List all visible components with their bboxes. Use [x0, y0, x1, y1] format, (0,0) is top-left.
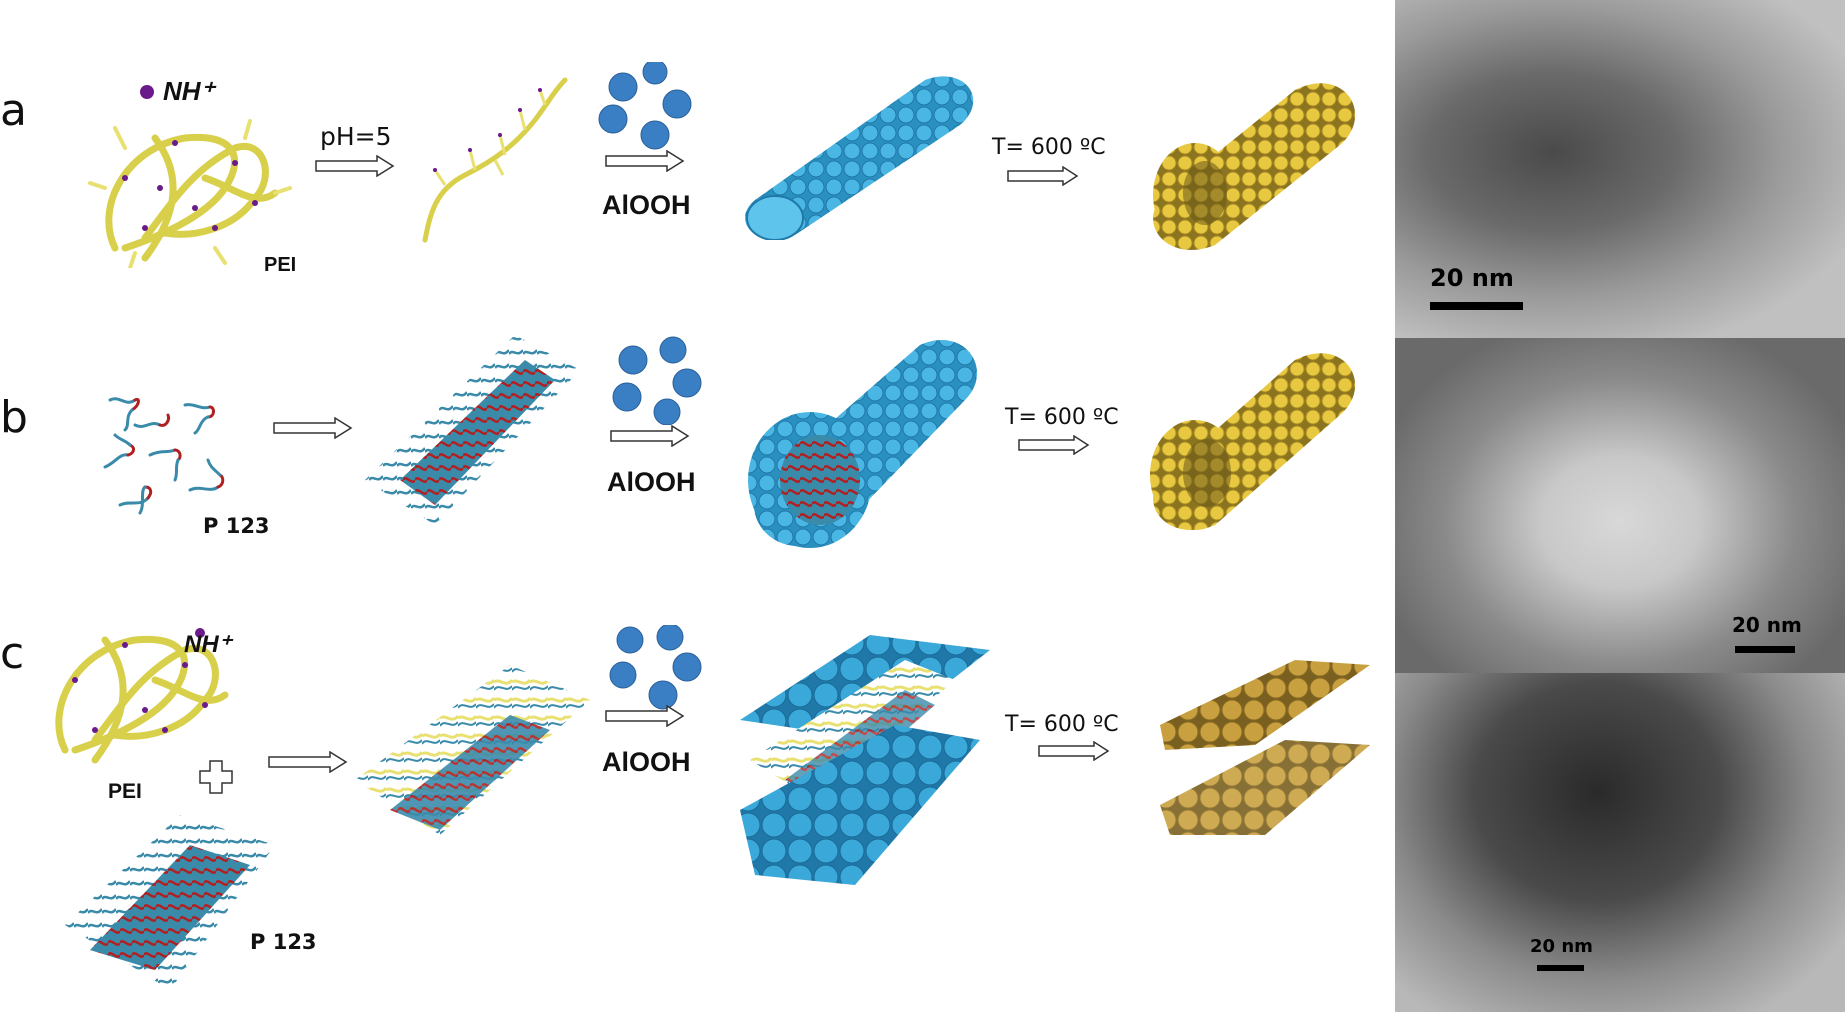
pei-label: PEI — [108, 780, 142, 803]
tem-image-b: 20 nm — [1395, 338, 1845, 673]
pei-linear-chain-icon — [422, 77, 568, 243]
process-arrow-icon — [605, 705, 685, 727]
alooh-particles-icon — [598, 62, 692, 150]
process-arrow-icon — [273, 417, 353, 439]
process-arrow-icon — [268, 751, 348, 773]
calcination-label: T= 600 ºC — [992, 135, 1106, 160]
process-arrow-icon — [1007, 166, 1079, 186]
process-arrow-icon — [610, 425, 690, 447]
calcination-label: T= 600 ºC — [1005, 712, 1119, 737]
pei-branched-polymer-icon — [88, 119, 292, 268]
row-label-c: c — [0, 628, 25, 679]
scalebar — [1735, 646, 1795, 653]
alooh-label: AlOOH — [602, 747, 691, 777]
alooh-label: AlOOH — [602, 190, 691, 220]
alumina-lamellar-rods-icon — [1160, 660, 1370, 835]
tem-image-a: 20 nm — [1395, 0, 1845, 338]
tem-image-c: 20 nm — [1395, 673, 1845, 1012]
ph-label: pH=5 — [320, 122, 392, 151]
calcination-label: T= 600 ºC — [1005, 405, 1119, 430]
alooh-nanotube-icon — [744, 76, 974, 240]
nh-label: NH⁺ — [163, 76, 215, 106]
pei-p123-composite-icon — [355, 665, 590, 835]
p123-label: P 123 — [250, 930, 317, 954]
alooh-label: AlOOH — [607, 467, 696, 497]
p123-micelle-rod-icon — [365, 335, 580, 525]
pei-branched-polymer-icon — [55, 628, 229, 764]
alooh-particles-icon — [609, 625, 702, 710]
process-arrow-icon — [1038, 741, 1110, 761]
p123-lamellar-sheet-icon — [65, 815, 275, 990]
plus-icon — [199, 760, 233, 794]
alumina-nanotube-icon — [1150, 353, 1356, 530]
process-arrow-icon — [1018, 435, 1090, 455]
alooh-lamellar-rods-icon — [740, 635, 990, 885]
alumina-nanotube-icon — [1153, 83, 1356, 250]
alooh-coated-micelle-icon — [748, 340, 978, 548]
scalebar-label: 20 nm — [1732, 613, 1802, 637]
p123-chains-icon — [103, 397, 225, 515]
pei-label: PEI — [264, 254, 297, 276]
process-arrow-icon — [605, 150, 685, 172]
row-label-a: a — [0, 85, 27, 136]
nh-label: NH⁺ — [184, 631, 232, 658]
alooh-particles-icon — [612, 336, 702, 425]
scalebar-label: 20 nm — [1530, 936, 1593, 957]
scalebar-label: 20 nm — [1430, 264, 1514, 292]
p123-label: P 123 — [203, 514, 270, 538]
row-label-b: b — [0, 392, 28, 443]
process-arrow-icon — [315, 155, 395, 177]
scalebar — [1537, 965, 1584, 971]
nh-dot-icon — [140, 85, 154, 99]
scalebar — [1430, 302, 1523, 310]
